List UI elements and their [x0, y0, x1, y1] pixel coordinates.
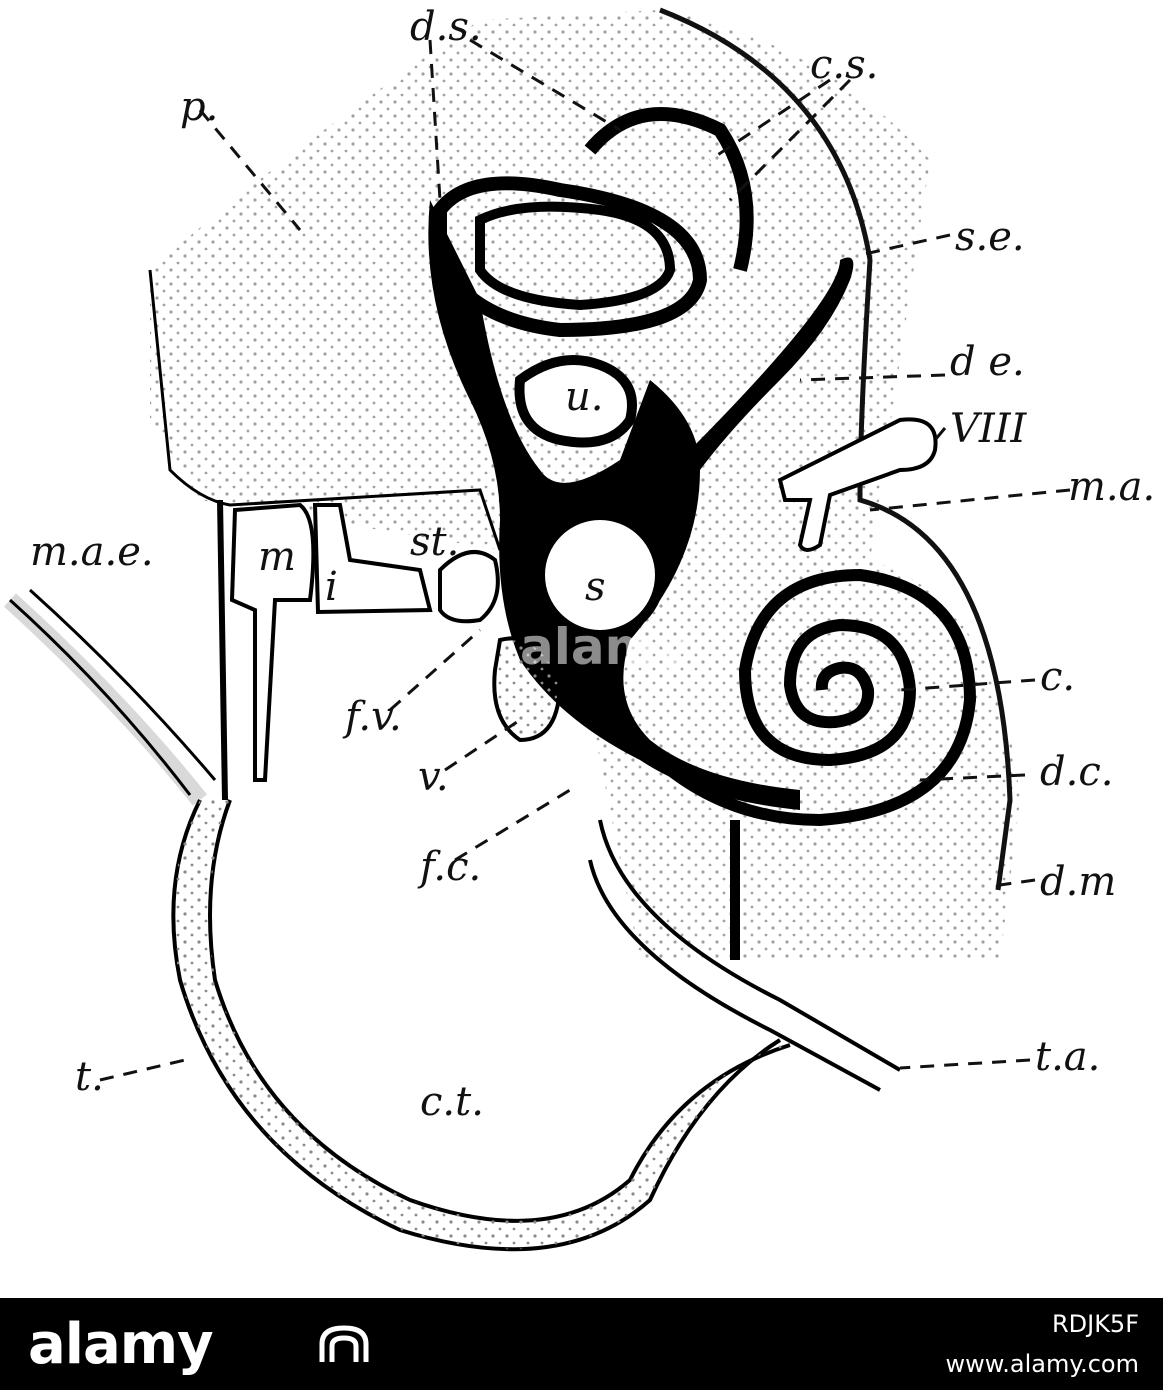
leader-lines [99, 38, 1071, 1082]
label-t: t. [75, 1054, 104, 1100]
site-logo[interactable]: alamy [28, 1312, 214, 1377]
label-ductus-endolymphaticus: d e. [950, 339, 1025, 385]
endolymphatic-duct [680, 257, 854, 470]
meatus-top-wall [148, 269, 502, 551]
label-dura-mater: d.m [1040, 859, 1116, 905]
cochlea-spiral [615, 568, 977, 827]
vestibulocochlear-nerve [777, 417, 938, 552]
label-stapes: st. [410, 519, 459, 565]
round-window [492, 636, 563, 743]
label-v: v. [418, 754, 449, 800]
label-ductus-cochlearis: d.c. [1040, 749, 1113, 795]
label-meatus-acusticus-externus: m.a.e. [30, 529, 154, 575]
meatus-wall-upper [8, 598, 192, 796]
stock-photo-footer: alamy RDJK5F www.alamy.com [0, 1298, 1163, 1390]
tympanic-membrane [217, 499, 228, 801]
label-tuba-auditiva: t.a. [1035, 1034, 1100, 1080]
label-fenestra-cochleae: f.c. [417, 844, 481, 890]
saccule [535, 510, 665, 640]
label-utricle: u. [565, 374, 603, 420]
label-p: p. [180, 84, 218, 130]
label-incus: i [325, 564, 338, 610]
label-fenestra-vestibuli: f.v. [342, 694, 402, 740]
semicircular-canals [433, 107, 754, 338]
logo-mark-icon [319, 1325, 369, 1362]
label-saccus-endolymphaticus: s.e. [955, 214, 1025, 260]
label-cavum-tympani: c.t. [420, 1079, 484, 1125]
site-url[interactable]: www.alamy.com [945, 1350, 1139, 1378]
utricle [514, 355, 637, 448]
meatus-wall-lower [28, 588, 217, 781]
anatomical-ear-diagram: d.s. c.s. p. s.e. d e. u. VIII m.a. m.a.… [3, 4, 1156, 1252]
label-ductus-semicircularis: d.s. [410, 4, 482, 50]
dura-mater-wall [659, 7, 1013, 891]
auditory-tube-lower [588, 859, 881, 1092]
ossicles [229, 502, 500, 782]
label-cochlea: c. [1040, 654, 1075, 700]
label-canalis-semicircularis: c.s. [810, 42, 878, 88]
label-nerve-viii: VIII [950, 406, 1027, 452]
label-saccule: s [585, 564, 606, 610]
image-id: RDJK5F [1051, 1310, 1139, 1338]
label-malleus: m [258, 534, 296, 580]
auditory-tube [598, 819, 902, 1072]
label-meatus-acusticus: m.a. [1068, 464, 1155, 510]
